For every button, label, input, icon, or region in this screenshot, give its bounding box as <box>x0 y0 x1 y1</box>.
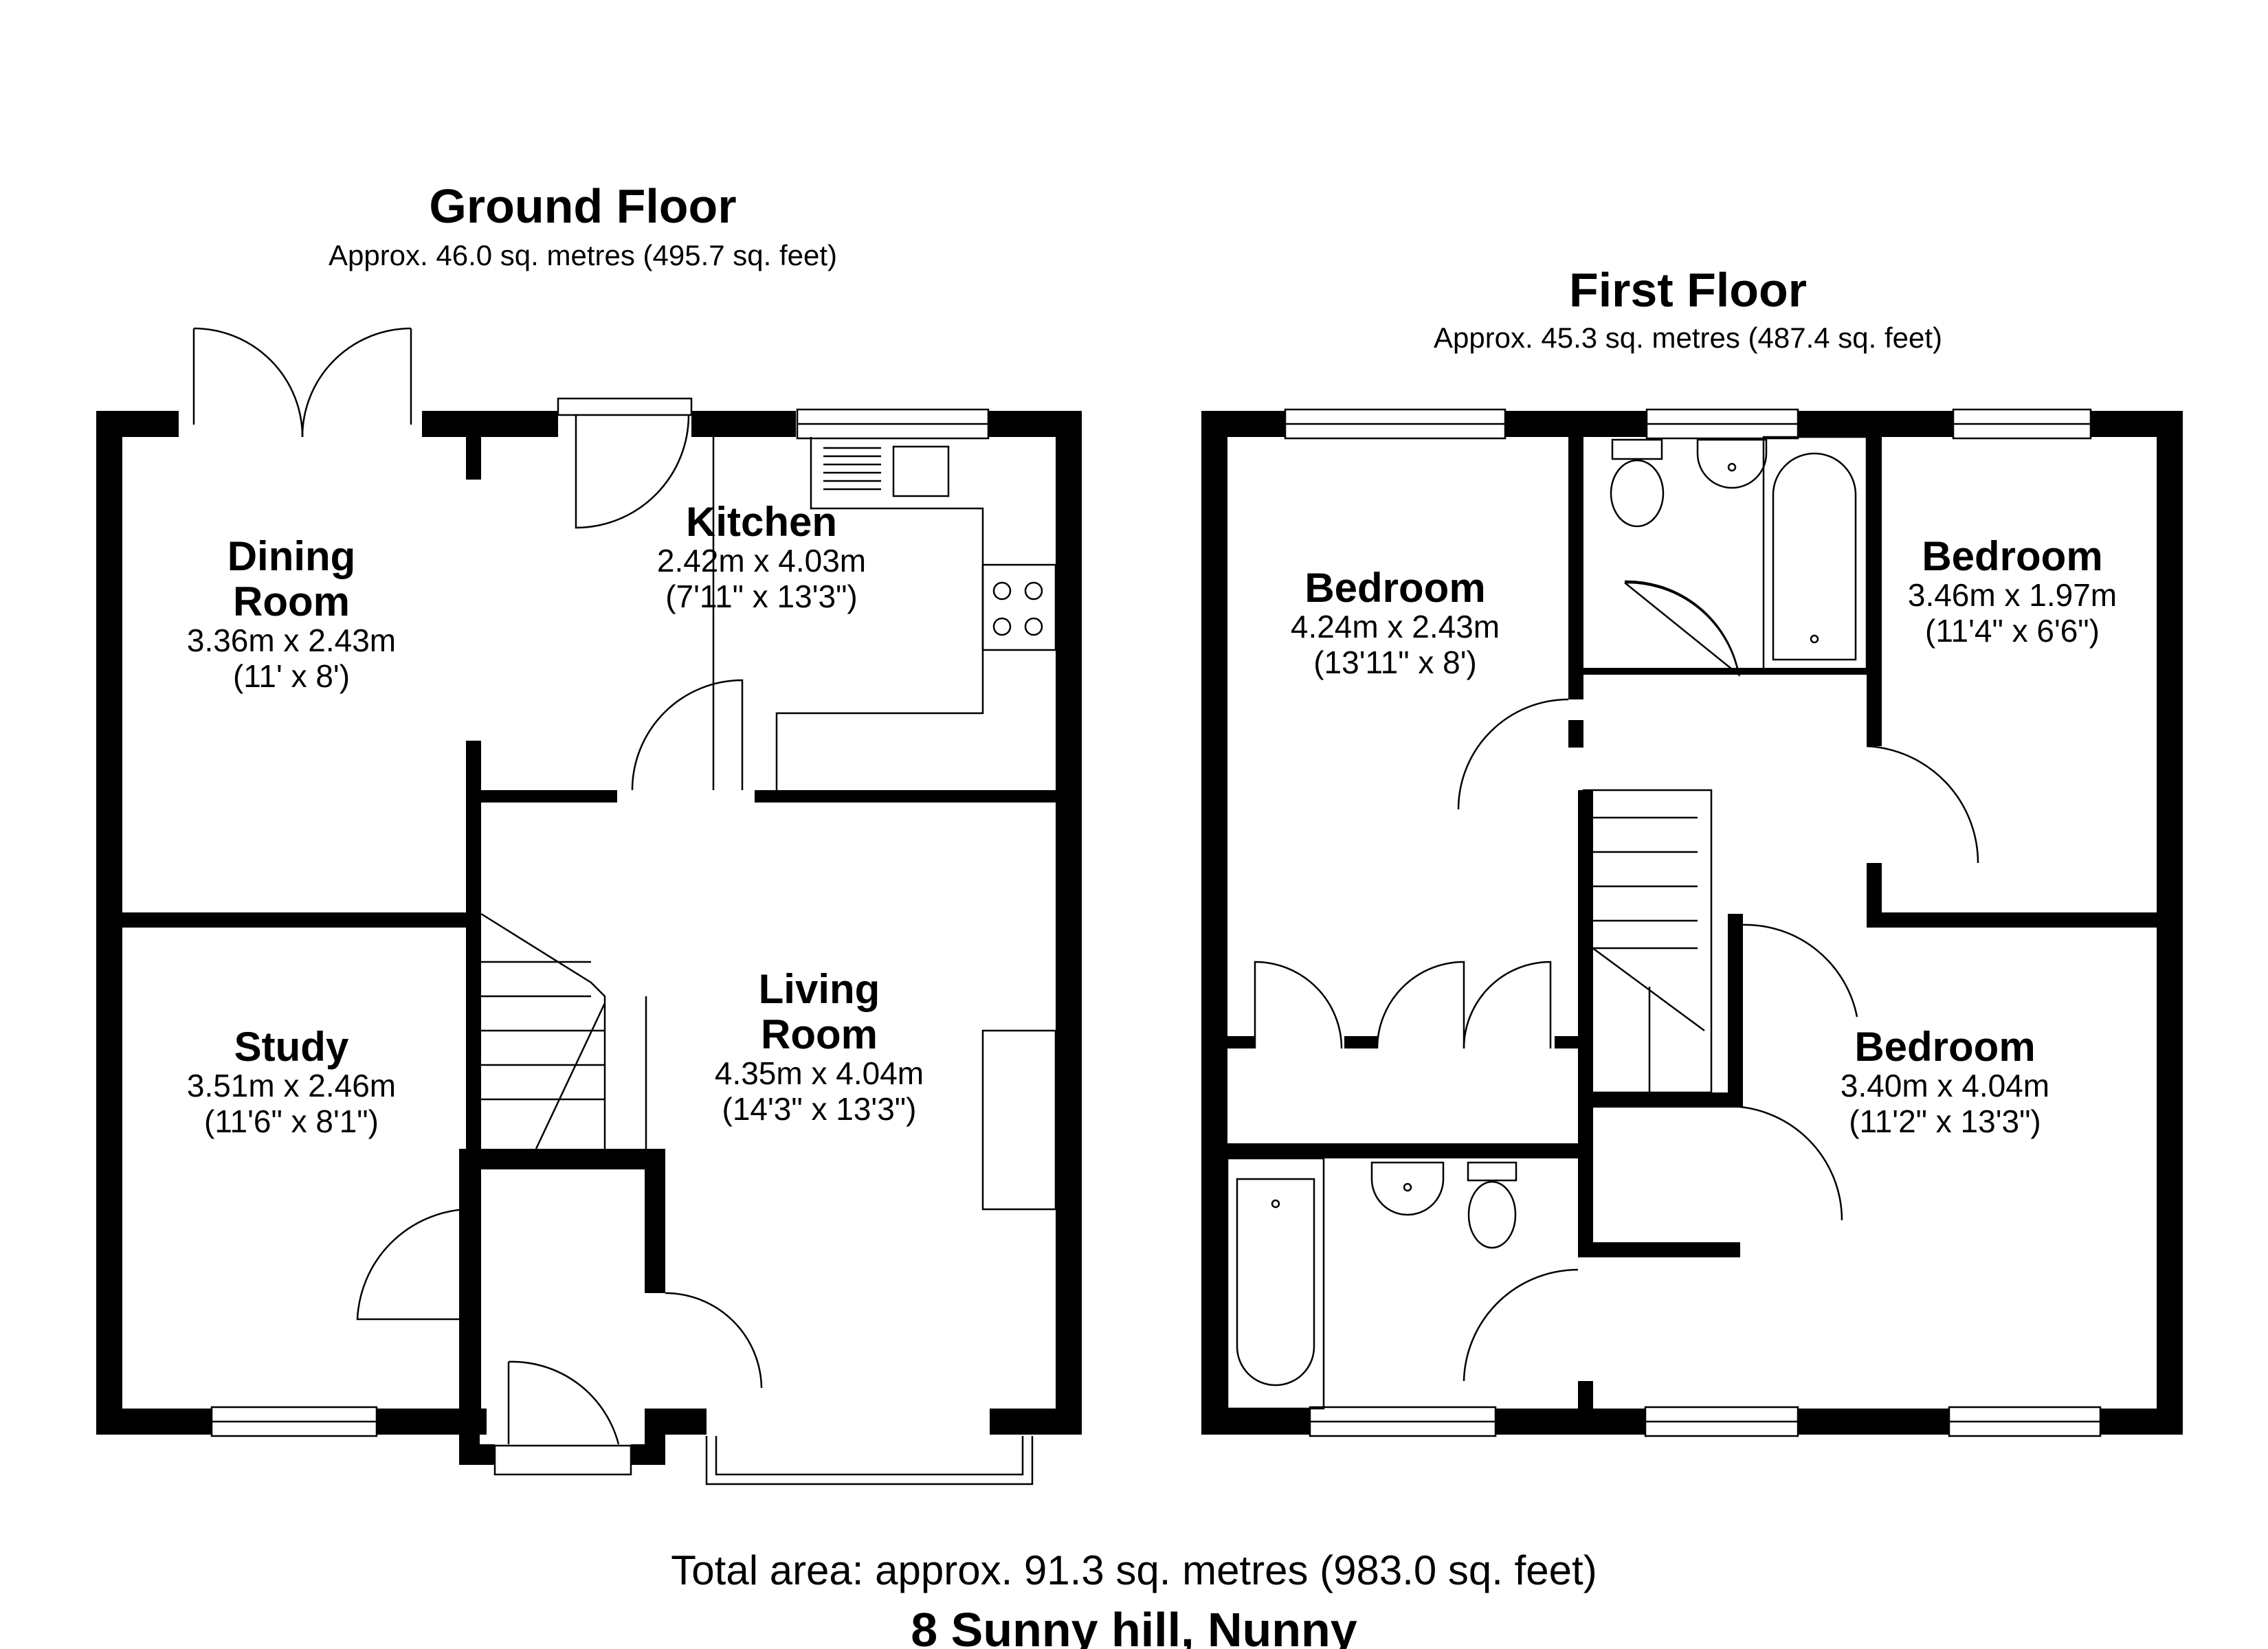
ground-floor-plan <box>96 327 1082 1485</box>
first-floor-plan <box>1201 408 2183 1437</box>
living-room-size-metric: 4.35m x 4.04m <box>715 1055 924 1091</box>
dining-room-name-line1: Dining <box>227 533 356 579</box>
property-address: 8 Sunny hill, Nunny <box>911 1603 1357 1649</box>
living-room-name-line2: Room <box>761 1011 878 1057</box>
bedroom-3-size-metric: 3.40m x 4.04m <box>1841 1068 2049 1103</box>
study-size-metric: 3.51m x 2.46m <box>187 1068 396 1103</box>
total-area: Total area: approx. 91.3 sq. metres (983… <box>671 1547 1597 1593</box>
dining-room-name-line2: Room <box>233 579 350 625</box>
bedroom-1-size-metric: 4.24m x 2.43m <box>1291 609 1500 644</box>
bedroom-3-size-imperial: (11'2" x 13'3") <box>1849 1103 2041 1139</box>
dining-room-size-metric: 3.36m x 2.43m <box>187 622 396 658</box>
bedroom-3-name: Bedroom <box>1854 1024 2035 1070</box>
bedroom-1-name: Bedroom <box>1304 565 1485 611</box>
living-room-size-imperial: (14'3" x 13'3") <box>722 1091 917 1127</box>
ground-floor-area: Approx. 46.0 sq. metres (495.7 sq. feet) <box>329 239 837 271</box>
bedroom-1-size-imperial: (13'11" x 8') <box>1313 644 1477 680</box>
kitchen-name: Kitchen <box>686 499 837 545</box>
ground-floor-title: Ground Floor <box>429 179 736 233</box>
bedroom-2-name: Bedroom <box>1922 533 2102 579</box>
study-name: Study <box>234 1024 349 1070</box>
first-floor-title: First Floor <box>1569 263 1807 317</box>
study-size-imperial: (11'6" x 8'1") <box>204 1103 379 1139</box>
kitchen-size-imperial: (7'11" x 13'3") <box>665 579 858 614</box>
bedroom-2-size-imperial: (11'4" x 6'6") <box>1925 613 2100 649</box>
first-floor-area: Approx. 45.3 sq. metres (487.4 sq. feet) <box>1434 322 1942 354</box>
kitchen-size-metric: 2.42m x 4.03m <box>657 543 866 579</box>
living-room-name-line1: Living <box>759 966 880 1012</box>
bedroom-2-size-metric: 3.46m x 1.97m <box>1908 577 2117 613</box>
dining-room-size-imperial: (11' x 8') <box>233 658 350 694</box>
